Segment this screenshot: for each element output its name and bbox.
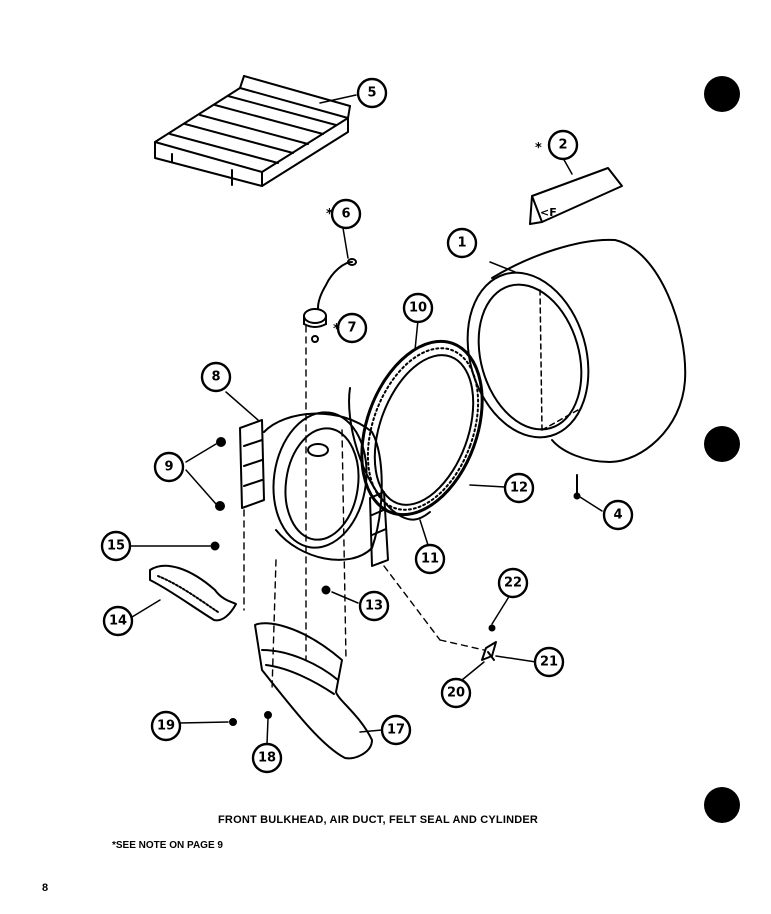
part-8-front-bulkhead [239, 411, 389, 567]
callout-1 [446, 227, 478, 259]
callout-label-18: 18 [258, 751, 276, 766]
callout-10 [402, 292, 434, 324]
callout-21 [533, 646, 565, 678]
callout-label-2: 2 [558, 138, 567, 153]
footnote: *SEE NOTE ON PAGE 9 [112, 840, 223, 851]
callout-label-6: 6 [341, 207, 350, 222]
binder-hole-middle [704, 426, 740, 462]
callout-13 [358, 590, 390, 622]
callout-label-19: 19 [157, 719, 175, 734]
callout-label-20: 20 [447, 686, 465, 701]
callout-label-7: 7 [347, 321, 356, 336]
callout-label-5: 5 [367, 86, 376, 101]
part-14-lint-filter [149, 564, 237, 622]
callout-label-21: 21 [540, 655, 558, 670]
callout-4 [602, 499, 634, 531]
callout-2 [547, 129, 579, 161]
part-7-sensor [303, 308, 327, 343]
part-2-label-text: <F [540, 206, 557, 219]
callout-label-8: 8 [211, 370, 220, 385]
callout-20 [440, 677, 472, 709]
callout-label-10: 10 [409, 301, 427, 316]
callout-18 [251, 742, 283, 774]
callout-7 [336, 312, 368, 344]
part-6-sensor-wire [317, 258, 357, 309]
callout-label-4: 4 [613, 508, 622, 523]
part-15-screw [210, 541, 220, 551]
callout-22 [497, 567, 529, 599]
part-13-screw [321, 585, 331, 595]
part-17-air-duct [254, 622, 373, 760]
part-1-cylinder [466, 238, 687, 463]
callout-label-9: 9 [164, 460, 173, 475]
callouts [100, 77, 634, 774]
part-20-22-hinge-hardware [481, 624, 497, 661]
callout-label-17: 17 [387, 723, 405, 738]
callout-19 [150, 710, 182, 742]
callout-5 [356, 77, 388, 109]
callout-label-11: 11 [421, 552, 439, 567]
binder-hole-top [704, 76, 740, 112]
callout-label-15: 15 [107, 539, 125, 554]
callout-label-14: 14 [109, 614, 127, 629]
callout-12 [503, 472, 535, 504]
callout-label-12: 12 [510, 481, 528, 496]
callout-label-22: 22 [504, 576, 522, 591]
part-4-screw [573, 474, 581, 500]
callout-9 [153, 451, 185, 483]
binder-hole-bottom [704, 787, 740, 823]
callout-14 [102, 605, 134, 637]
part-9-screws [215, 437, 226, 511]
part-18-screw [264, 711, 272, 719]
asterisk-7: * [333, 322, 340, 337]
asterisk-6: * [326, 207, 333, 222]
callout-label-1: 1 [457, 236, 466, 251]
callout-17 [380, 714, 412, 746]
callout-6 [330, 198, 362, 230]
callout-label-13: 13 [365, 599, 383, 614]
callout-11 [414, 543, 446, 575]
page-number: 8 [42, 882, 49, 894]
callout-8 [200, 361, 232, 393]
alignment-lines [243, 325, 485, 691]
part-5-rack [154, 75, 351, 187]
asterisk-2: * [535, 141, 542, 156]
diagram-title: FRONT BULKHEAD, AIR DUCT, FELT SEAL AND … [218, 814, 539, 826]
part-10-felt-seal [360, 339, 484, 517]
callout-15 [100, 530, 132, 562]
part-2-label-plate [529, 167, 623, 225]
part-19-screw [229, 718, 237, 726]
